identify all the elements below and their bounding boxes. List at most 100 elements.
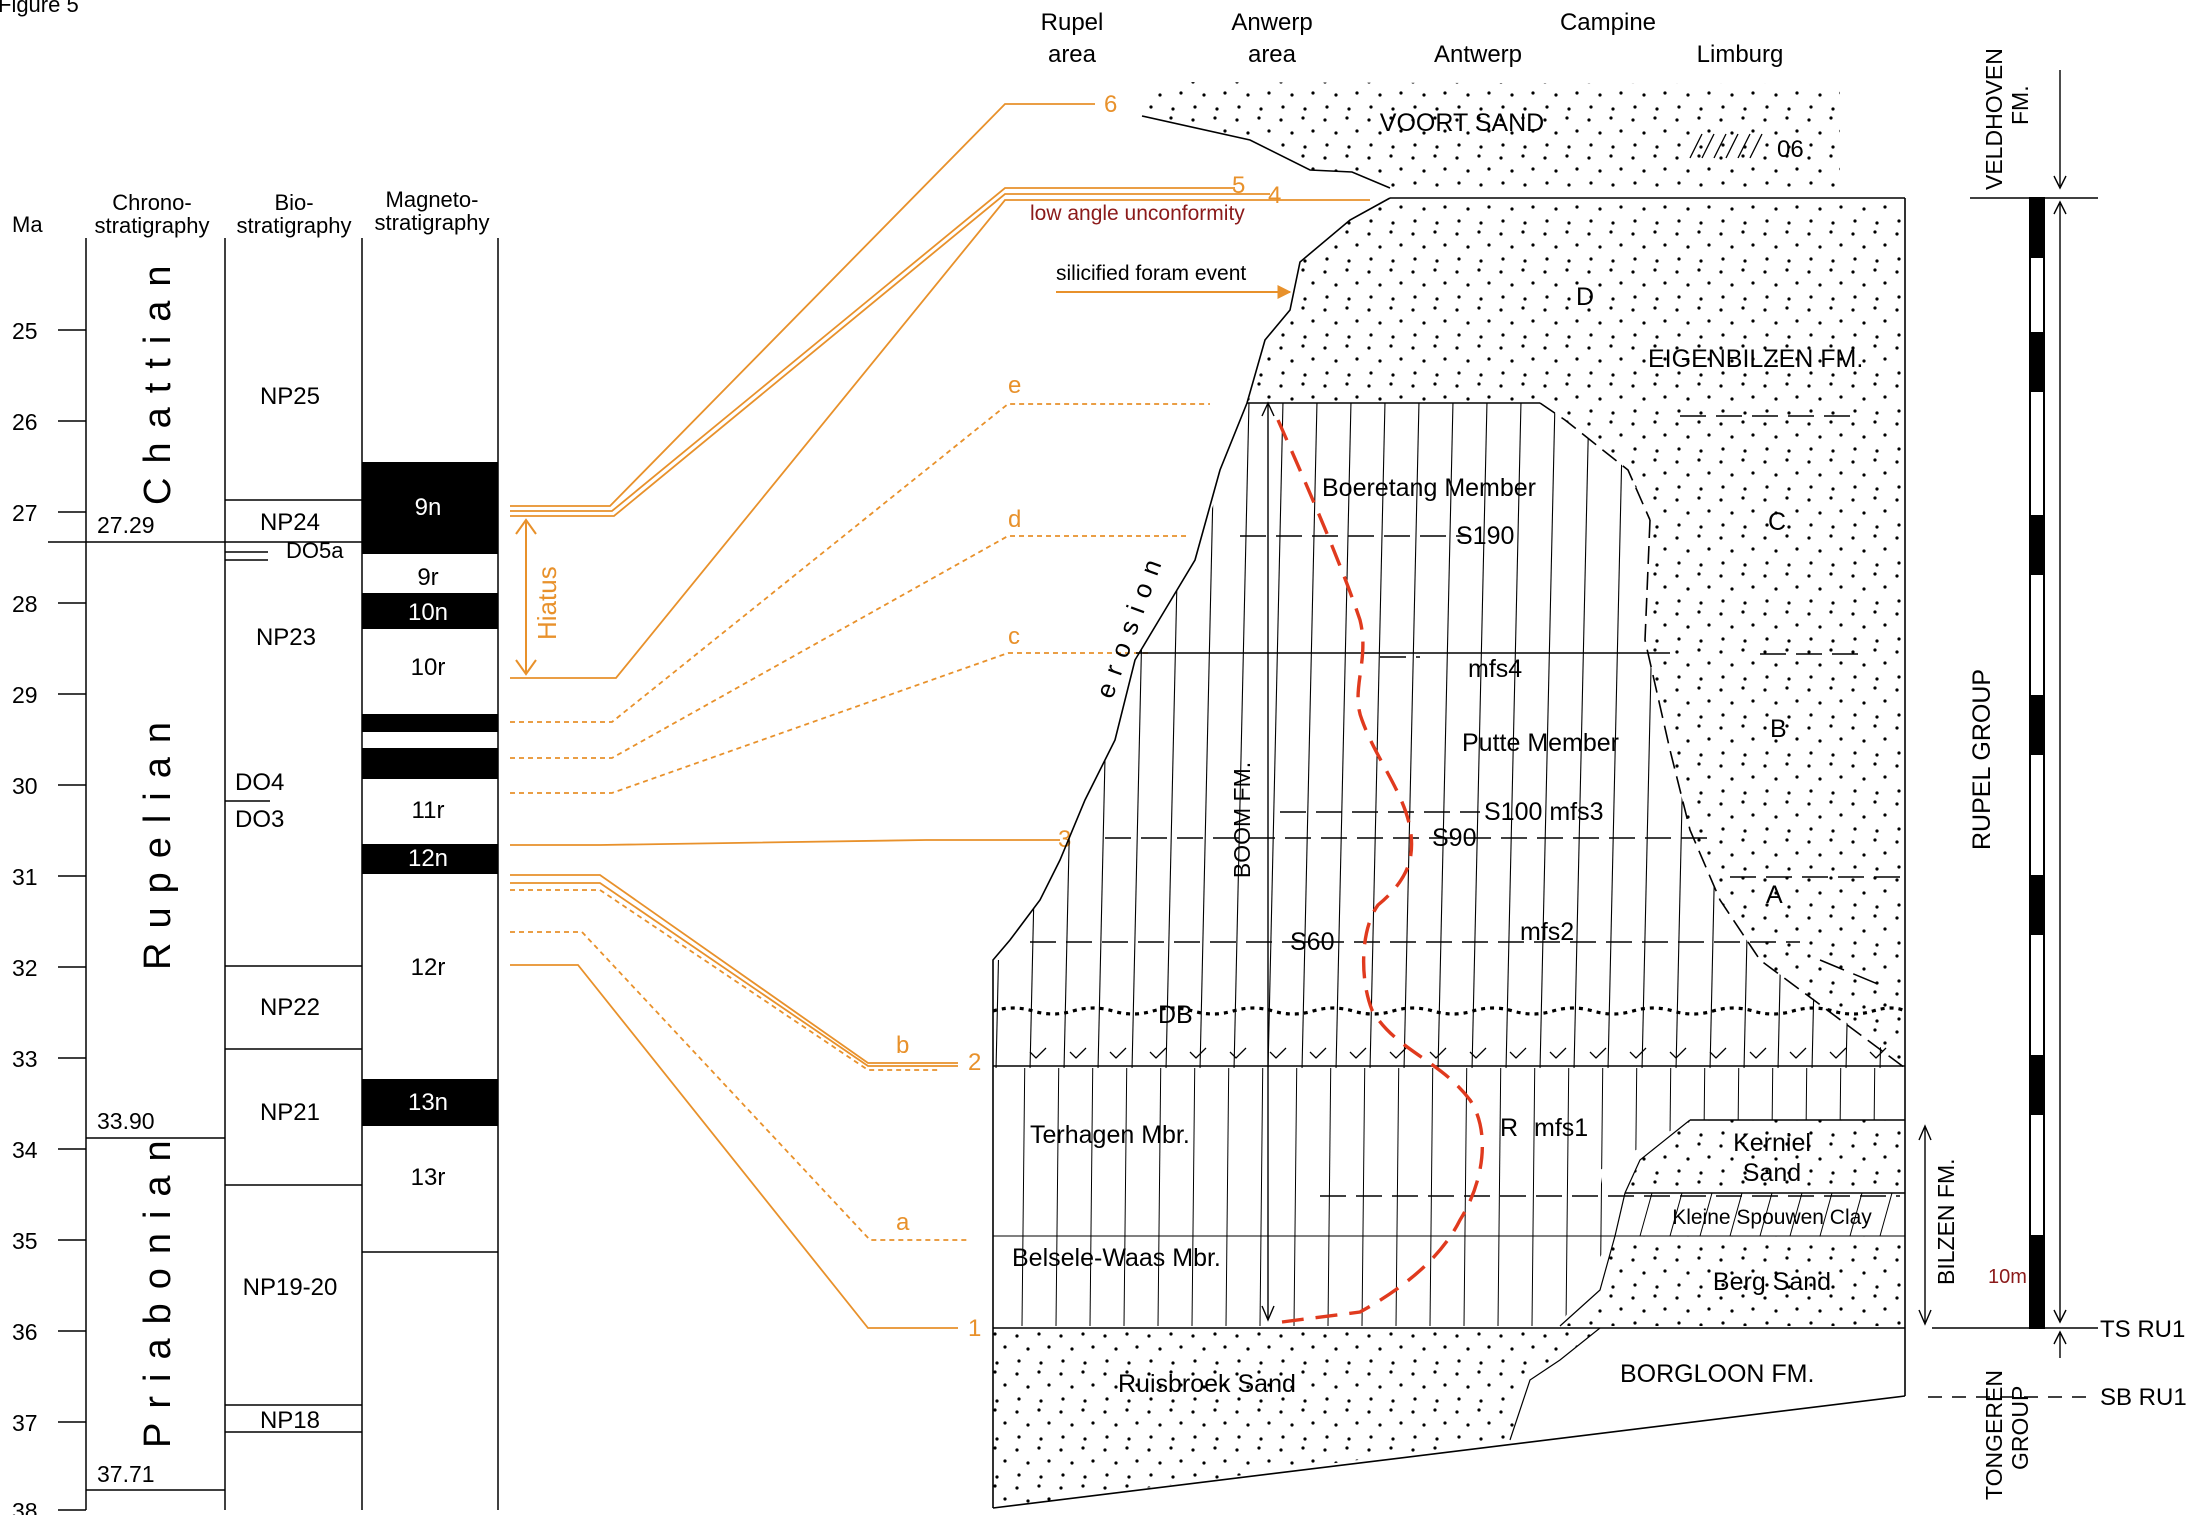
sequence-red-curve <box>1276 419 1485 1324</box>
unit-c: C <box>1768 508 1786 536</box>
borgloon-label: BORGLOON FM. <box>1620 1360 1814 1388</box>
chron-12r: 12r <box>411 954 446 981</box>
ma-tick-32: 32 <box>12 955 38 981</box>
s90-label: S90 <box>1432 824 1476 852</box>
chron-10r: 10r <box>411 654 446 681</box>
low-angle-label: low angle unconformity <box>1030 202 1245 225</box>
voort-06-label: 06 <box>1777 136 1804 163</box>
corr-label-5: 5 <box>1232 172 1245 199</box>
berg-sand-unit <box>1560 1236 1905 1326</box>
chrono-header-2: stratigraphy <box>95 213 210 238</box>
kerniel-sand-unit <box>1625 1120 1905 1193</box>
zone-np25: NP25 <box>260 383 320 410</box>
zone-np19-20: NP19-20 <box>243 1274 338 1301</box>
ruisbroek-label: Ruisbroek Sand <box>1118 1370 1296 1398</box>
tongeren-label-1: TONGEREN <box>1981 1370 2007 1500</box>
ma-tick-38: 38 <box>12 1498 38 1515</box>
scale-label: 10m <box>1988 1266 2027 1288</box>
kleine-spouwen-label: Kleine Spouwen Clay <box>1672 1206 1872 1229</box>
ts-ru1-label: TS RU1 <box>2100 1316 2185 1343</box>
region-limburg: Limburg <box>1697 41 1784 68</box>
bio-header-1: Bio- <box>274 190 313 215</box>
region-campine: Campine <box>1560 9 1656 36</box>
ma-tick-28: 28 <box>12 591 38 617</box>
corr-label-1: 1 <box>968 1315 981 1342</box>
mfs4-label: mfs4 <box>1468 655 1522 683</box>
chrono-header-1: Chrono- <box>112 190 191 215</box>
r-label: R <box>1500 1114 1518 1142</box>
s100-label: S100 mfs3 <box>1484 798 1604 826</box>
corr-label-2: 2 <box>968 1049 981 1076</box>
db-label: DB <box>1158 1001 1193 1029</box>
chron-12n: 12n <box>408 845 448 872</box>
unit-a: A <box>1766 881 1783 909</box>
hiatus-label: Hiatus <box>532 566 562 640</box>
ma-tick-35: 35 <box>12 1228 38 1254</box>
magneto-header-2: stratigraphy <box>375 210 490 235</box>
belsele-label: Belsele-Waas Mbr. <box>1012 1244 1221 1272</box>
s190-label: S190 <box>1456 522 1514 550</box>
sb-ru1-label: SB RU1 <box>2100 1384 2187 1411</box>
ma-tick-27: 27 <box>12 500 38 526</box>
unit-d: D <box>1576 283 1594 311</box>
corr-label-a: a <box>896 1209 910 1236</box>
silicified-label: silicified foram event <box>1056 262 1246 285</box>
stage-rupelian: Rupelian <box>137 708 179 970</box>
ruisbroek-sand-unit <box>993 1328 1600 1508</box>
chron-13r: 13r <box>411 1164 446 1191</box>
chron-13n: 13n <box>408 1089 448 1116</box>
tongeren-label-2: GROUP <box>2007 1386 2033 1470</box>
kerniel-label-2: Sand <box>1743 1159 1801 1187</box>
ma-tick-25: 25 <box>12 318 38 344</box>
zone-do5a: DO5a <box>286 538 344 563</box>
eigenbilzen-label: EIGENBILZEN FM. <box>1648 345 1863 373</box>
bilzen-label: BILZEN FM. <box>1933 1158 1959 1285</box>
veldhoven-label-2: FM. <box>2007 85 2033 125</box>
veldhoven-label-1: VELDHOVEN <box>1981 48 2007 190</box>
age-33-90: 33.90 <box>97 1108 155 1134</box>
stage-chattian: Chattian <box>137 251 179 505</box>
ma-tick-37: 37 <box>12 1410 38 1436</box>
ma-tick-26: 26 <box>12 409 38 435</box>
region-rupel-2: area <box>1048 41 1097 68</box>
stage-priabonian: Priabonian <box>137 1126 179 1448</box>
zone-np24: NP24 <box>260 509 320 536</box>
ma-tick-33: 33 <box>12 1046 38 1072</box>
unit-b: B <box>1770 715 1787 743</box>
mfs2-label: mfs2 <box>1520 918 1574 946</box>
left-columns: Ma Chrono- stratigraphy Bio- stratigraph… <box>12 187 562 1515</box>
zone-np23: NP23 <box>256 624 316 651</box>
region-rupel-1: Rupel <box>1041 9 1104 36</box>
mfs1-label: mfs1 <box>1534 1114 1588 1142</box>
corr-label-b: b <box>896 1032 909 1059</box>
chron-9r: 9r <box>417 564 438 591</box>
rupel-group-label: RUPEL GROUP <box>1968 669 1996 850</box>
corr-label-e: e <box>1008 372 1021 399</box>
corr-label-c: c <box>1008 623 1020 650</box>
ma-header: Ma <box>12 212 43 237</box>
ma-tick-31: 31 <box>12 864 38 890</box>
chron-11r: 11r <box>412 797 445 824</box>
voort-sand-unit <box>1142 82 1840 188</box>
right-column: 10m VELDHOVEN FM. RUPEL GROUP BILZEN FM.… <box>1918 48 2187 1500</box>
ma-tick-36: 36 <box>12 1319 38 1345</box>
s60-label: S60 <box>1290 928 1334 956</box>
region-anwerp-1: Anwerp <box>1231 9 1312 36</box>
corr-label-6: 6 <box>1104 91 1117 118</box>
boeretang-label: Boeretang Member <box>1322 474 1536 502</box>
chron-9n: 9n <box>415 494 442 521</box>
magneto-header-1: Magneto- <box>386 187 479 212</box>
figure-label: Figure 5 <box>0 0 79 17</box>
corr-label-4: 4 <box>1268 182 1281 209</box>
zone-np22: NP22 <box>260 994 320 1021</box>
terhagen-label: Terhagen Mbr. <box>1030 1121 1190 1149</box>
zone-np18: NP18 <box>260 1407 320 1434</box>
boom-fm-label: BOOM FM. <box>1229 762 1255 878</box>
correlation-lines <box>510 103 1370 1329</box>
age-37-71: 37.71 <box>97 1461 155 1487</box>
region-antwerp: Antwerp <box>1434 41 1522 68</box>
age-27-29: 27.29 <box>97 512 155 538</box>
corr-label-d: d <box>1008 506 1021 533</box>
zone-do4: DO4 <box>235 769 284 796</box>
